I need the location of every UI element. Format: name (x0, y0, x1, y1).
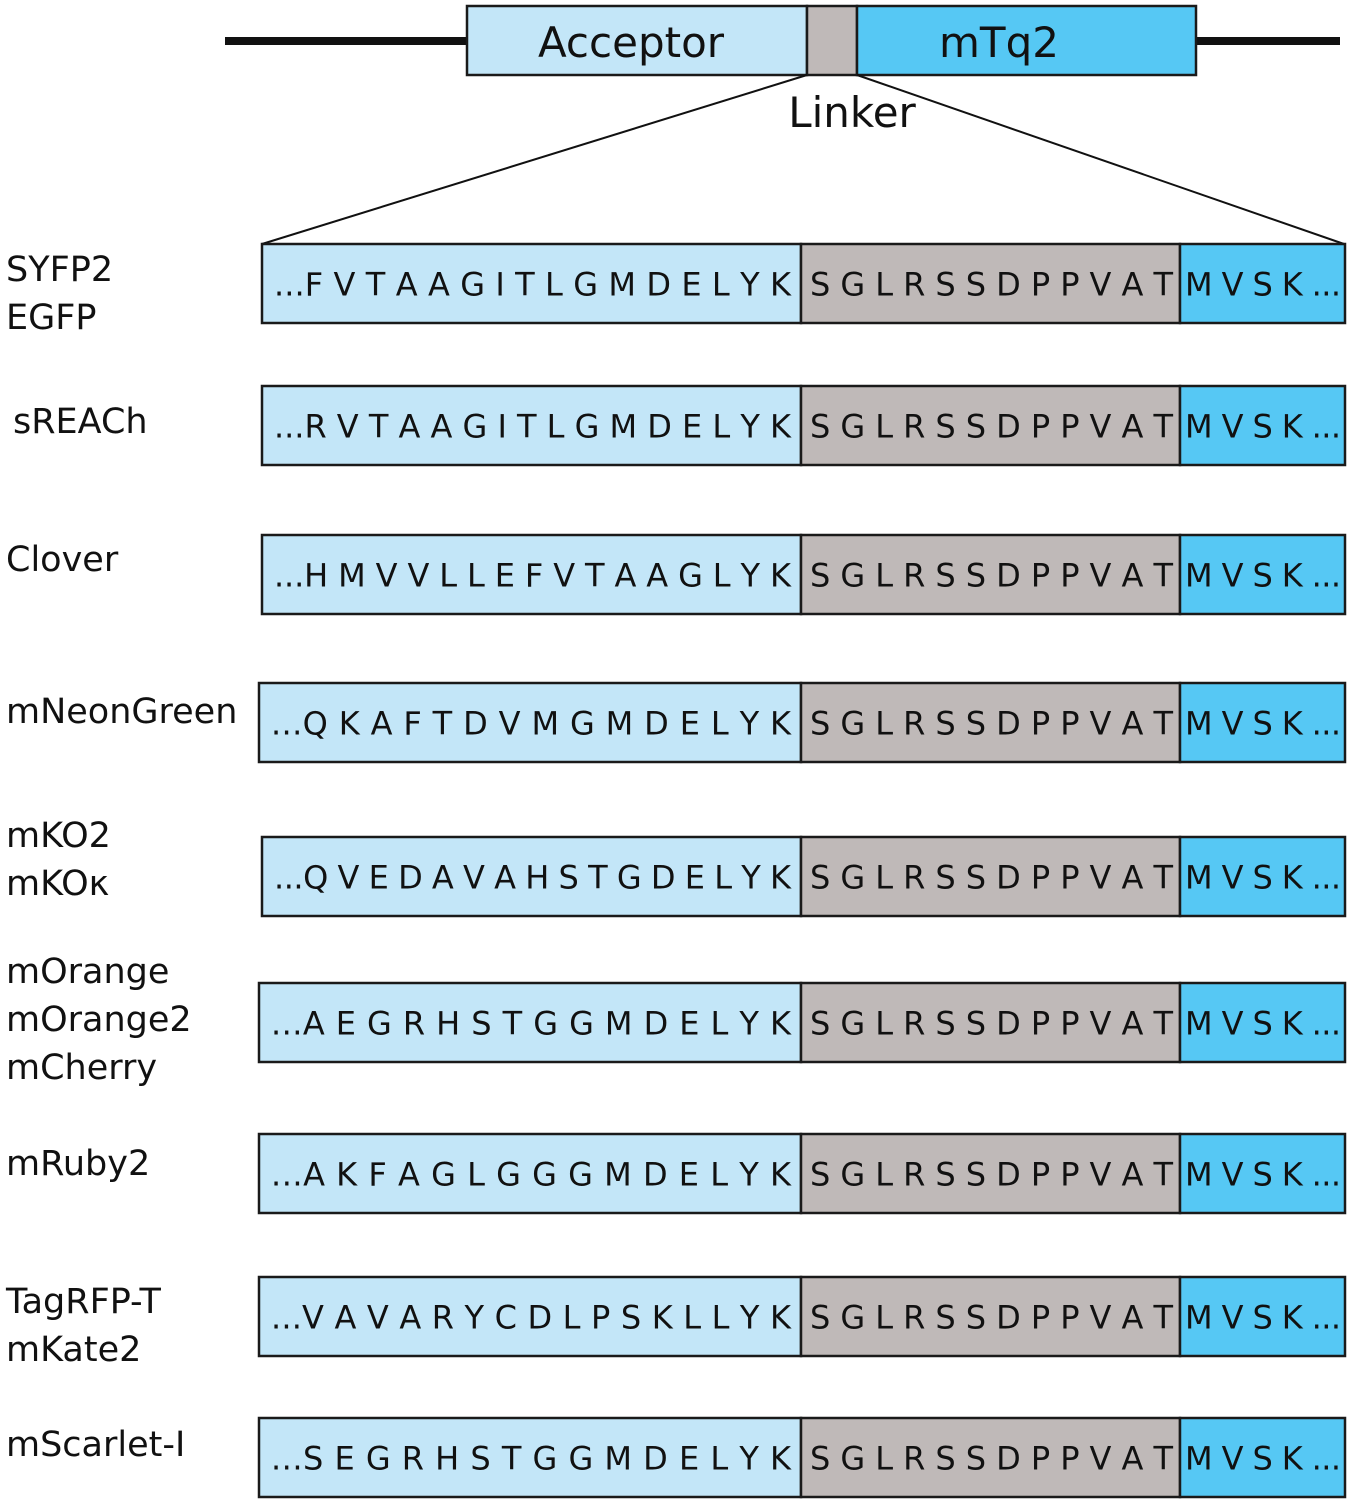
fluorophore-name-group: mOrange mOrange2 mCherry (6, 948, 192, 1092)
linker-sequence: S G L R S S D P P V A T (810, 408, 1173, 446)
fluorophore-name: mNeonGreen (6, 692, 238, 732)
donor-segment (1178, 1132, 1347, 1215)
sequence-row: ...V A V A R Y C D L P S K L L Y K S G L … (257, 1275, 1347, 1358)
sequence-row: ...A K F A G L G G G M D E L Y K S G L R … (257, 1132, 1347, 1215)
linker-box (805, 4, 859, 77)
acceptor-sequence: ...V A V A R Y C D L P S K L L Y K (271, 1299, 792, 1337)
acceptor-sequence: ...Q V E D A V A H S T G D E L Y K (274, 859, 792, 897)
acceptor-segment (257, 1132, 803, 1215)
fluorophore-name-group: mKO2 mKOκ (6, 812, 111, 908)
linker-sequence: S G L R S S D P P V A T (810, 705, 1173, 743)
acceptor-box (465, 4, 809, 77)
fluorophore-name: mKOκ (6, 864, 110, 904)
donor-segment (1178, 681, 1347, 764)
donor-sequence: M V S K ... (1185, 859, 1341, 897)
acceptor-segment (260, 242, 803, 325)
donor-sequence: M V S K ... (1185, 557, 1341, 595)
acceptor-segment (260, 533, 803, 616)
sequence-row: ...S E G R H S T G G M D E L Y K S G L R … (257, 1416, 1347, 1499)
sequence-row: ...A E G R H S T G G M D E L Y K S G L R … (257, 981, 1347, 1064)
donor-segment (1178, 835, 1347, 918)
donor-segment (1178, 533, 1347, 616)
fluorophore-name-group: mRuby2 (6, 1140, 150, 1188)
fluorophore-name-group: sREACh (13, 398, 148, 446)
acceptor-sequence: ...S E G R H S T G G M D E L Y K (271, 1440, 792, 1478)
zoom-line-right (856, 74, 1345, 245)
acceptor-label: Acceptor (538, 18, 725, 67)
acceptor-sequence: ...F V T A A G I T L G M D E L Y K (274, 266, 792, 304)
linker-sequence: S G L R S S D P P V A T (810, 557, 1173, 595)
sequence-row: ...Q K A F T D V M G M D E L Y K S G L R … (257, 681, 1347, 764)
fluorophore-name-group: TagRFP-T mKate2 (6, 1278, 161, 1374)
donor-sequence: M V S K ... (1185, 1156, 1341, 1194)
linker-segment (799, 384, 1182, 467)
acceptor-sequence: ...A E G R H S T G G M D E L Y K (271, 1005, 792, 1043)
acceptor-sequence: ...A K F A G L G G G M D E L Y K (271, 1156, 792, 1194)
linker-sequence: S G L R S S D P P V A T (810, 266, 1173, 304)
donor-sequence: M V S K ... (1185, 1440, 1341, 1478)
donor-sequence: M V S K ... (1185, 705, 1341, 743)
acceptor-segment (260, 835, 803, 918)
linker-sequence: S G L R S S D P P V A T (810, 1440, 1173, 1478)
linker-sequence: S G L R S S D P P V A T (810, 859, 1173, 897)
linker-segment (799, 533, 1182, 616)
donor-sequence: M V S K ... (1185, 1299, 1341, 1337)
sequence-row: ...F V T A A G I T L G M D E L Y K S G L … (260, 242, 1347, 325)
linker-segment (799, 1132, 1182, 1215)
fluorophore-name: mKate2 (6, 1330, 142, 1370)
sequence-row: ...H M V V L L E F V T A A G L Y K S G L … (260, 533, 1347, 616)
sequence-rows: ...F V T A A G I T L G M D E L Y K S G L … (257, 242, 1347, 1499)
donor-sequence: M V S K ... (1185, 266, 1341, 304)
acceptor-segment (260, 384, 803, 467)
acceptor-sequence: ...R V T A A G I T L G M D E L Y K (274, 408, 792, 446)
linker-sequence: S G L R S S D P P V A T (810, 1005, 1173, 1043)
fluorophore-name-group: mScarlet-I (6, 1421, 185, 1469)
zoom-line-left (261, 74, 808, 245)
fluorophore-name: SYFP2 (6, 250, 114, 290)
linker-segment (799, 835, 1182, 918)
sequence-row: ...Q V E D A V A H S T G D E L Y K S G L … (260, 835, 1347, 918)
donor-box (855, 4, 1198, 77)
fluorophore-name: mOrange2 (6, 1000, 192, 1040)
fluorophore-name: mKO2 (6, 816, 111, 856)
donor-sequence: M V S K ... (1185, 1005, 1341, 1043)
acceptor-segment (257, 1416, 803, 1499)
fluorophore-name-group: mNeonGreen (6, 688, 237, 736)
donor-segment (1178, 981, 1347, 1064)
fluorophore-name: EGFP (6, 298, 97, 338)
fluorophore-name: mCherry (6, 1048, 158, 1088)
acceptor-segment (257, 981, 803, 1064)
acceptor-sequence: ...H M V V L L E F V T A A G L Y K (274, 557, 792, 595)
linker-sequence: S G L R S S D P P V A T (810, 1299, 1173, 1337)
fluorophore-name-group: Clover (6, 536, 118, 584)
fluorophore-name: mOrange (6, 952, 170, 992)
fluorophore-name: Clover (6, 540, 119, 580)
fluorophore-name: sREACh (13, 402, 148, 442)
donor-sequence: M V S K ... (1185, 408, 1341, 446)
donor-segment (1178, 384, 1347, 467)
acceptor-sequence: ...Q K A F T D V M G M D E L Y K (271, 705, 792, 743)
donor-segment (1178, 242, 1347, 325)
donor-segment (1178, 1416, 1347, 1499)
fluorophore-name: mScarlet-I (6, 1425, 186, 1465)
donor-label: mTq2 (939, 18, 1059, 67)
fluorophore-name: mRuby2 (6, 1144, 151, 1184)
sequence-row: ...R V T A A G I T L G M D E L Y K S G L … (260, 384, 1347, 467)
donor-segment (1178, 1275, 1347, 1358)
acceptor-segment (257, 1275, 803, 1358)
fluorophore-name: TagRFP-T (6, 1282, 161, 1322)
acceptor-segment (257, 681, 803, 764)
linker-label: Linker (788, 88, 916, 137)
linker-segment (799, 242, 1182, 325)
linker-sequence: S G L R S S D P P V A T (810, 1156, 1173, 1194)
